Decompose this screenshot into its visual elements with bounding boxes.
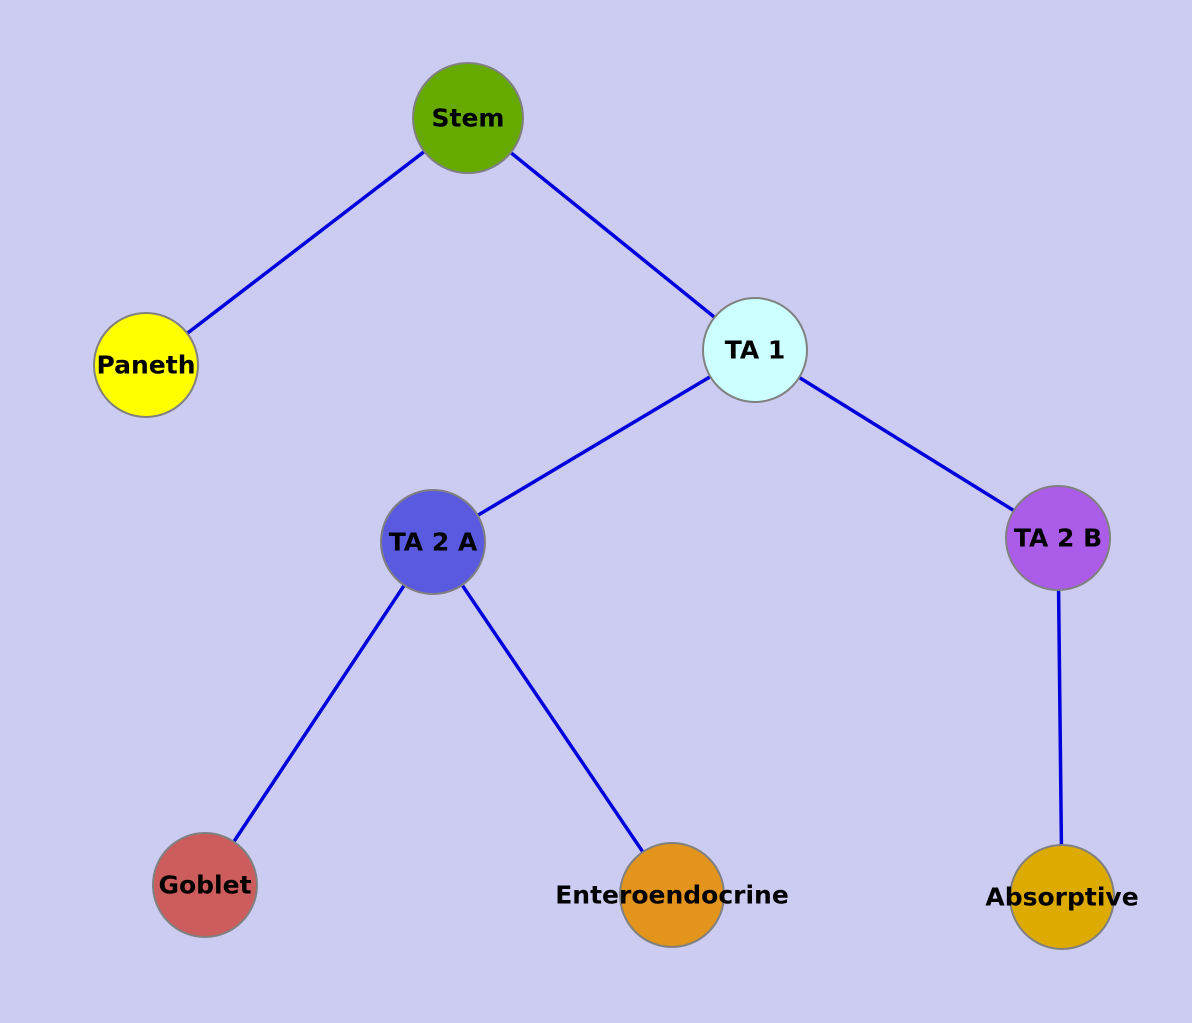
node-stem-circle	[412, 62, 524, 174]
node-stem-label: Stem	[431, 103, 505, 133]
node-ta2b-label: TA 2 B	[1013, 523, 1103, 553]
node-enteroendocrine-circle	[619, 842, 725, 948]
node-absorptive-label: Absorptive	[985, 882, 1139, 912]
edge-ta2a-enteroendocrine	[431, 541, 674, 896]
edge-ta1-ta2b	[754, 348, 1059, 540]
node-ta2b-circle	[1005, 485, 1111, 591]
edge-stem-ta1	[466, 116, 757, 352]
node-goblet-label: Goblet	[158, 870, 252, 900]
node-ta1-circle	[702, 297, 808, 403]
edge-ta2b-absorptive	[1056, 537, 1064, 898]
node-ta1-label: TA 1	[724, 335, 786, 365]
node-ta2a-circle	[380, 489, 486, 595]
node-goblet-circle	[152, 832, 258, 938]
edge-stem-paneth	[144, 116, 470, 367]
node-absorptive-circle	[1009, 844, 1115, 950]
node-ta2a-label: TA 2 A	[388, 527, 478, 557]
node-paneth-circle	[93, 312, 199, 418]
node-enteroendocrine-label: Enteroendocrine	[555, 880, 789, 910]
edge-ta1-ta2a	[432, 348, 756, 544]
edge-ta2a-goblet	[203, 541, 435, 886]
node-paneth-label: Paneth	[96, 350, 196, 380]
